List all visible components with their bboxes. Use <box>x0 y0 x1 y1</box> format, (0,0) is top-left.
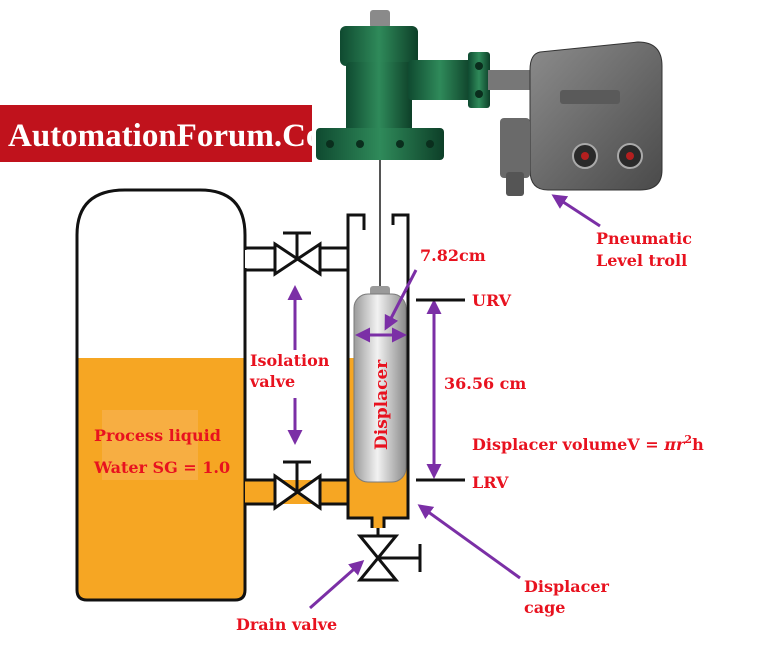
pneumatic-arrow <box>551 194 601 228</box>
svg-text:Displacer volumeV = πr2h: Displacer volumeV = πr2h <box>472 433 704 454</box>
lrv-label: LRV <box>472 473 509 492</box>
process-vessel <box>75 188 247 602</box>
drain-arrow <box>309 560 365 610</box>
transmitter-head <box>316 10 490 160</box>
vessel-outline <box>75 188 247 602</box>
urv-label: URV <box>472 291 512 310</box>
volume-formula: Displacer volumeV = πr2h <box>472 433 704 454</box>
isolation-label-line2: valve <box>249 372 295 391</box>
process-label-line2: Water SG = 1.0 <box>93 458 230 477</box>
volume-h: h <box>692 435 704 454</box>
lower-isolation-valve <box>273 460 322 511</box>
drain-valve <box>356 528 422 582</box>
pneumatic-label-line1: Pneumatic <box>596 229 692 248</box>
annotation-arrows <box>287 194 601 610</box>
brand-text: AutomationForum.Co <box>8 118 322 154</box>
cage-arrow <box>417 504 521 580</box>
upper-connection <box>245 231 348 277</box>
lower-connection <box>245 460 348 511</box>
diameter-arrow <box>384 269 418 331</box>
volume-r: r <box>676 435 686 454</box>
brand-banner: AutomationForum.Co <box>0 105 322 162</box>
pneumatic-controller <box>488 41 663 196</box>
process-label-line1: Process liquid <box>94 426 221 445</box>
displacer: Displacer <box>353 286 407 483</box>
volume-pi: π <box>663 435 676 454</box>
volume-exp: 2 <box>684 433 692 446</box>
upper-isolation-valve <box>273 231 322 277</box>
diameter-label: 7.82cm <box>420 246 486 265</box>
drain-label: Drain valve <box>236 615 337 634</box>
volume-prefix: Displacer volumeV = <box>472 435 664 454</box>
process-label-bg <box>102 410 198 480</box>
cage-label-line1: Displacer <box>524 577 610 596</box>
displacer-label: Displacer <box>372 359 392 450</box>
range-label: 36.56 cm <box>444 374 526 393</box>
pneumatic-label-line2: Level troll <box>596 251 687 270</box>
cage-outline <box>346 213 410 528</box>
brand-banner-bg <box>0 105 312 162</box>
cage-label-line2: cage <box>524 598 565 617</box>
isolation-label-line1: Isolation <box>250 351 330 370</box>
